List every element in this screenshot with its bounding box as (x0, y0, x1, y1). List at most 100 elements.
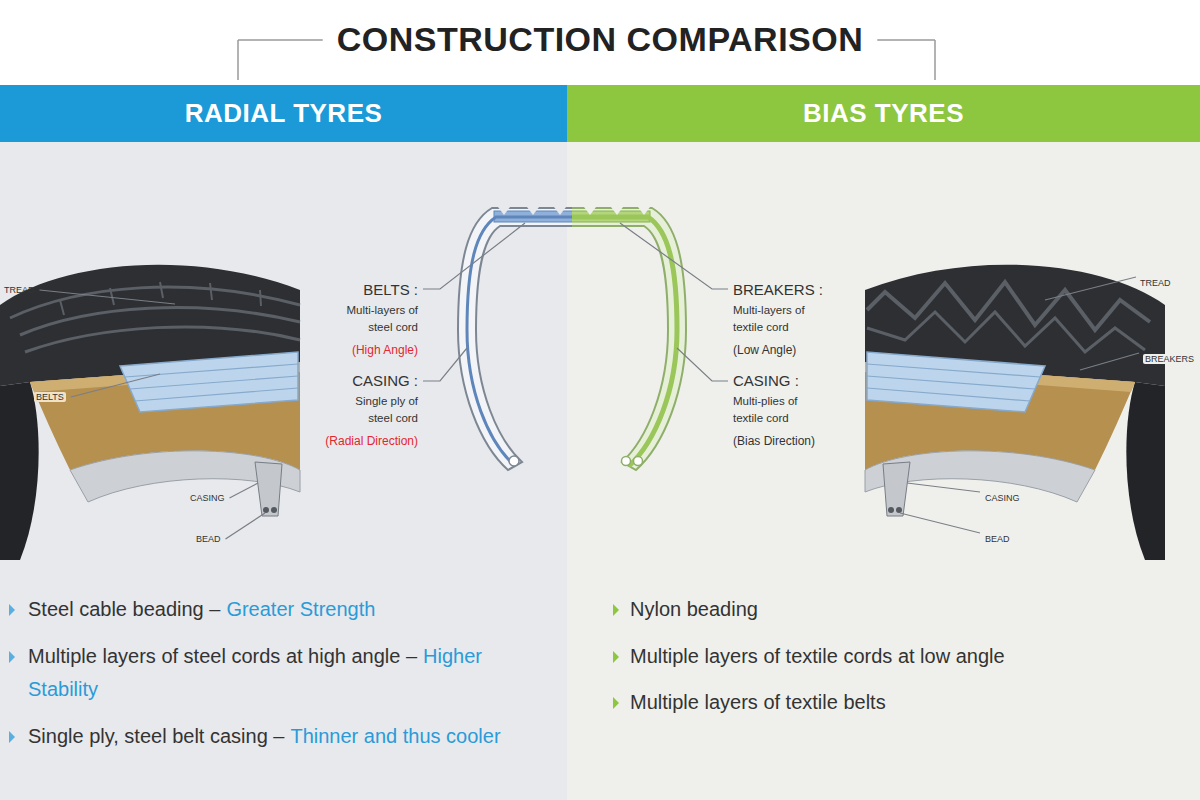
bullet-mark (9, 731, 15, 743)
section-outline (572, 208, 686, 470)
section-note-holder: (Bias Direction) (733, 431, 863, 449)
title-holder: CONSTRUCTION COMPARISON (0, 20, 1200, 59)
section-note: Multi-plies of textile cord (733, 393, 819, 427)
part-label: CASING (190, 493, 225, 503)
radial-casing-ply (467, 217, 572, 466)
part-label: CASING (985, 493, 1020, 503)
tread-groove (638, 207, 650, 215)
bias-section (572, 207, 686, 470)
section-heading: BREAKERS : (733, 281, 823, 298)
section-heading-holder: CASING : (288, 372, 418, 391)
tread-groove (611, 207, 623, 215)
section-note: (Low Angle) (733, 343, 796, 357)
band-title: BIAS TYRES (803, 98, 964, 129)
tyre-cutaway (865, 265, 1165, 560)
part-label-holder: BELTS (34, 386, 66, 404)
leader-lines (40, 223, 1139, 539)
bullet-mark (613, 697, 619, 709)
part-label: BEAD (985, 534, 1010, 544)
bullet-marks (9, 604, 619, 743)
bullet-benefit: Greater Strength (226, 598, 375, 620)
section-outline (458, 208, 572, 470)
section-heading-holder: BELTS : (288, 281, 418, 300)
part-label-holder: TREAD (1140, 272, 1171, 290)
section-note: Multi-layers of steel cord (332, 302, 418, 336)
bracket-line (934, 40, 936, 80)
bracket-line (877, 39, 935, 41)
sipes (60, 282, 261, 315)
section-note: Multi-layers of textile cord (733, 302, 819, 336)
part-label-holder: CASING (190, 487, 225, 505)
bead (509, 456, 519, 466)
leader-line (900, 513, 980, 533)
header-band: BIAS TYRES (567, 85, 1200, 142)
bead (634, 457, 643, 466)
bullet-text: Multiple layers of textile cords at low … (630, 645, 1005, 667)
leader-line (620, 223, 728, 289)
leader-line (677, 348, 728, 381)
section-note: (Bias Direction) (733, 434, 815, 448)
part-label-holder: BREAKERS (1143, 348, 1196, 366)
leader-line (40, 290, 175, 304)
tyre-cutaway (0, 265, 300, 560)
bias-tyre (865, 265, 1165, 560)
section-note: (Radial Direction) (325, 434, 418, 448)
band-title: RADIAL TYRES (185, 98, 383, 129)
bullet-item: Multiple layers of textile cords at low … (630, 640, 1190, 673)
section-note-holder: (High Angle) (288, 340, 418, 358)
section-note: (High Angle) (352, 343, 418, 357)
bullet-text: Multiple layers of steel cords at high a… (28, 645, 417, 667)
diagram-title: CONSTRUCTION COMPARISON (337, 20, 864, 58)
section-heading: CASING : (733, 372, 799, 389)
bullet-item: Nylon beading (630, 593, 1190, 626)
lug-pattern (867, 312, 1145, 352)
leader-line (230, 483, 258, 498)
bracket-line (237, 40, 239, 80)
part-label: TREAD (4, 285, 35, 295)
section-note-holder: (Radial Direction) (288, 431, 418, 449)
bullet-text: Single ply, steel belt casing – (28, 725, 284, 747)
part-label: BEAD (196, 534, 221, 544)
tread-groove (584, 207, 596, 215)
radial-tyre (0, 265, 300, 560)
bullet-text: Multiple layers of textile belts (630, 691, 886, 713)
bullet-item: Multiple layers of steel cords at high a… (28, 640, 528, 706)
bullet-item: Steel cable beading – Greater Strength (28, 593, 528, 626)
lug-pattern (867, 282, 1150, 330)
leader-line (907, 483, 980, 492)
section-heading: BELTS : (363, 281, 418, 298)
tread-groove (554, 207, 566, 215)
tread-groove (527, 207, 539, 215)
bullet-mark (9, 604, 15, 616)
part-label: BELTS (34, 392, 66, 402)
bias-casing-plies (572, 217, 677, 466)
bullet-text: Nylon beading (630, 598, 758, 620)
tread-groove (498, 207, 510, 215)
leader-line (1045, 277, 1136, 300)
section-note-holder: (Low Angle) (733, 340, 863, 358)
bullet-mark (613, 604, 619, 616)
section-heading: CASING : (352, 372, 418, 389)
leader-line (1080, 353, 1139, 370)
section-note: Single ply of steel cord (332, 393, 418, 427)
bead (622, 457, 631, 466)
leader-line (226, 513, 265, 539)
leader-line (423, 223, 525, 289)
section-note-holder: Multi-plies of textile cord (733, 393, 819, 427)
part-label: TREAD (1140, 278, 1171, 288)
part-label-holder: BEAD (196, 528, 221, 546)
bullet-mark (613, 651, 619, 663)
bullet-text: Steel cable beading – (28, 598, 220, 620)
part-label: BREAKERS (1143, 354, 1196, 364)
section-note-holder: Multi-layers of steel cord (332, 302, 418, 336)
bullet-item: Single ply, steel belt casing –Thinner a… (28, 720, 528, 753)
part-label-holder: TREAD (4, 279, 35, 297)
section-heading-holder: CASING : (733, 372, 863, 391)
bracket-line (238, 39, 323, 41)
section-note-holder: Multi-layers of textile cord (733, 302, 819, 336)
section-note-holder: Single ply of steel cord (332, 393, 418, 427)
part-label-holder: BEAD (985, 528, 1010, 546)
leader-line (71, 374, 160, 397)
part-label-holder: CASING (985, 487, 1020, 505)
